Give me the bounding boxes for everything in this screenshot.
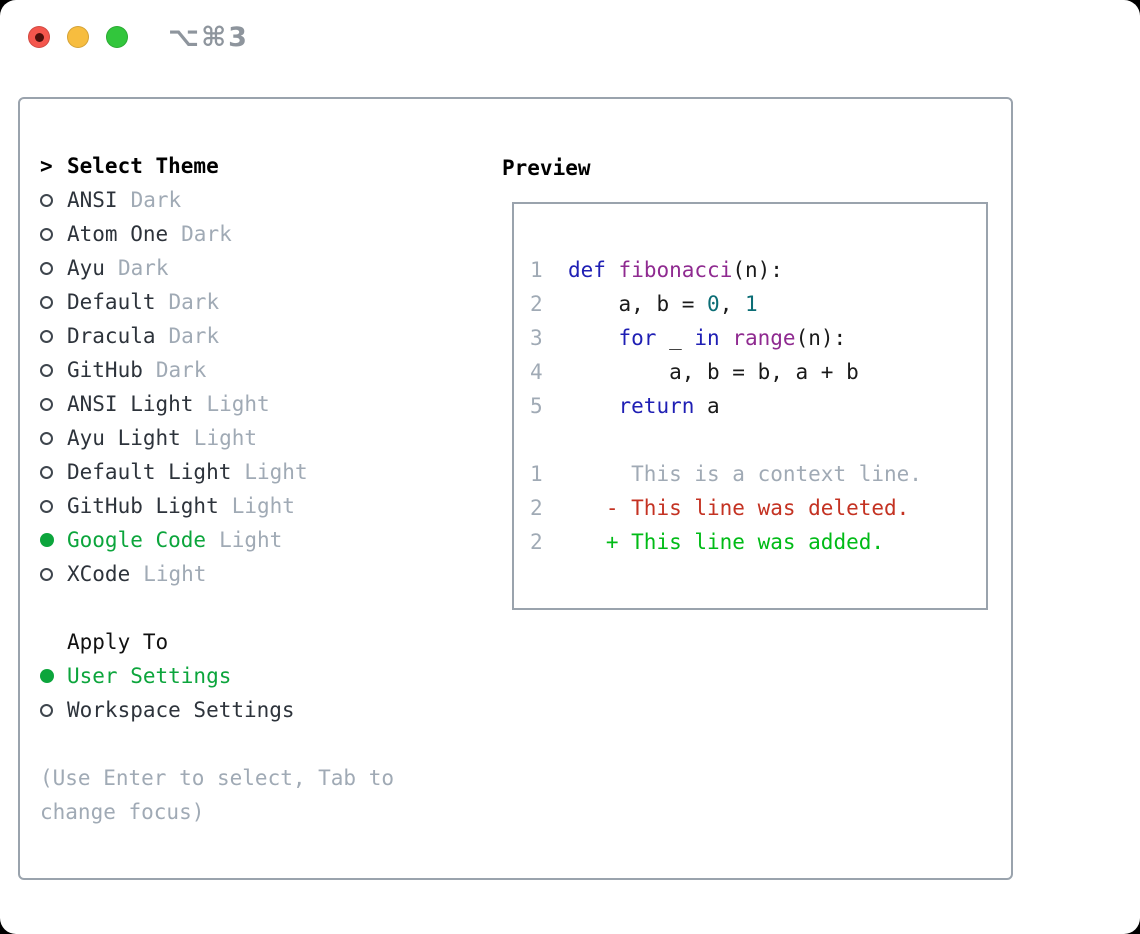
record-dot-icon xyxy=(34,32,44,42)
code-line-2: 2 a, b = 0, 1 xyxy=(530,292,758,316)
option-label: Ayu xyxy=(67,256,105,280)
radio-icon xyxy=(40,431,53,445)
radio-icon xyxy=(40,227,53,241)
preview-code-block: 1 def fibonacci(n): 2 a, b = 0, 1 3 for _ … xyxy=(530,253,986,559)
option-label: Workspace Settings xyxy=(67,698,295,722)
theme-variant-label: Dark xyxy=(155,358,207,382)
code-line-4: 4 a, b = b, a + b xyxy=(530,360,859,384)
apply-to-title: Apply To xyxy=(67,630,169,654)
option-label: GitHub Light xyxy=(67,494,219,518)
theme-option-xcode[interactable]: XCode Light xyxy=(40,557,480,591)
option-label: Google Code xyxy=(67,528,207,552)
window-titlebar: ⌥⌘3 xyxy=(0,0,1140,72)
option-label: Ayu Light xyxy=(67,426,181,450)
help-text: (Use Enter to select, Tab to change focu… xyxy=(40,766,395,824)
radio-icon xyxy=(40,703,53,717)
theme-option-ansi[interactable]: ANSI Dark xyxy=(40,183,480,217)
option-label: XCode xyxy=(67,562,131,586)
traffic-lights xyxy=(28,26,128,48)
diff-added-line: 2 + This line was added. xyxy=(530,530,885,554)
apply-option-user-settings[interactable]: User Settings xyxy=(40,659,480,693)
theme-variant-label: Light xyxy=(219,528,283,552)
preview-panel: 1 def fibonacci(n): 2 a, b = 0, 1 3 for _ … xyxy=(512,202,988,610)
radio-selected-icon xyxy=(40,533,54,547)
radio-selected-icon xyxy=(40,669,54,683)
option-label: Default xyxy=(67,290,156,314)
radio-icon xyxy=(40,193,53,207)
radio-icon xyxy=(40,295,53,309)
theme-option-default[interactable]: Default Dark xyxy=(40,285,480,319)
select-theme-title: Select Theme xyxy=(67,154,219,178)
theme-variant-label: Dark xyxy=(181,222,232,246)
theme-variant-label: Light xyxy=(193,426,258,450)
apply-option-workspace-settings[interactable]: Workspace Settings xyxy=(40,693,480,727)
radio-icon xyxy=(40,329,53,343)
radio-icon xyxy=(40,363,53,377)
apply-to-header: Apply To xyxy=(40,625,480,659)
code-line-5: 5 return a xyxy=(530,394,720,418)
option-label: GitHub xyxy=(67,358,143,382)
theme-variant-label: Dark xyxy=(168,324,220,348)
select-theme-header: > Select Theme xyxy=(40,149,480,183)
theme-variant-label: Dark xyxy=(168,290,220,314)
theme-option-ansi-light[interactable]: ANSI Light Light xyxy=(40,387,480,421)
close-button[interactable] xyxy=(28,26,50,48)
diff-context-line: 1 This is a context line. xyxy=(530,462,922,486)
theme-option-default-light[interactable]: Default Light Light xyxy=(40,455,480,489)
theme-option-ayu[interactable]: Ayu Dark xyxy=(40,251,480,285)
theme-option-dracula[interactable]: Dracula Dark xyxy=(40,319,480,353)
theme-variant-label: Dark xyxy=(117,256,169,280)
theme-variant-label: Light xyxy=(143,562,207,586)
theme-option-github[interactable]: GitHub Dark xyxy=(40,353,480,387)
option-label: ANSI Light xyxy=(67,392,194,416)
theme-option-atom-one[interactable]: Atom One Dark xyxy=(40,217,480,251)
radio-icon xyxy=(40,567,53,581)
theme-variant-label: Light xyxy=(206,392,270,416)
radio-icon xyxy=(40,465,53,479)
code-line-1: 1 def fibonacci(n): xyxy=(530,258,783,282)
theme-option-github-light[interactable]: GitHub Light Light xyxy=(40,489,480,523)
theme-option-google-code[interactable]: Google Code Light xyxy=(40,523,480,557)
radio-icon xyxy=(40,397,53,411)
code-line-3: 3 for _ in range(n): xyxy=(530,326,847,350)
theme-option-ayu-light[interactable]: Ayu Light Light xyxy=(40,421,480,455)
maximize-button[interactable] xyxy=(106,26,128,48)
spacer xyxy=(40,591,480,625)
cursor-icon: > xyxy=(40,154,53,178)
blank-line xyxy=(530,423,986,457)
radio-icon xyxy=(40,261,53,275)
radio-icon xyxy=(40,499,53,513)
option-label: Dracula xyxy=(67,324,156,348)
option-label: Default Light xyxy=(67,460,232,484)
diff-deleted-line: 2 - This line was deleted. xyxy=(530,496,910,520)
theme-variant-label: Dark xyxy=(130,188,182,212)
minimize-button[interactable] xyxy=(67,26,89,48)
theme-variant-label: Light xyxy=(231,494,295,518)
option-label: Atom One xyxy=(67,222,169,246)
preview-title: Preview xyxy=(502,156,591,180)
option-label: ANSI xyxy=(67,188,118,212)
theme-variant-label: Light xyxy=(244,460,308,484)
option-label: User Settings xyxy=(67,664,232,688)
window-title-shortcut: ⌥⌘3 xyxy=(168,22,249,53)
